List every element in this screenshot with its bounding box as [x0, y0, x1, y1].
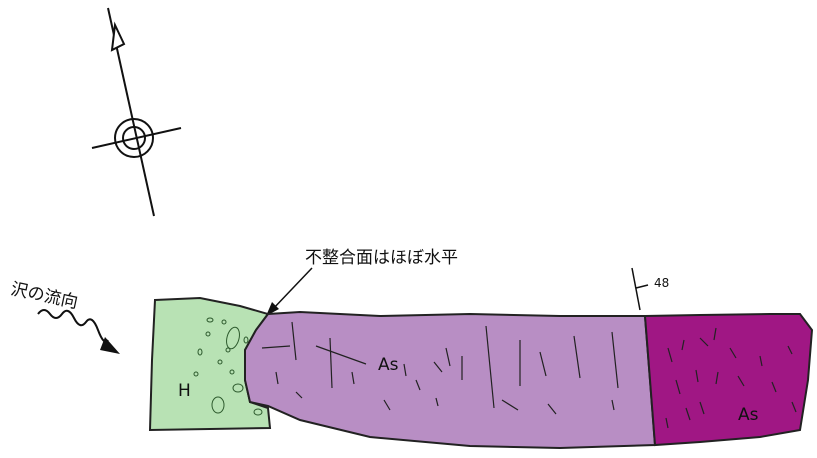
- leader-arrow-icon: [266, 268, 312, 316]
- unit-as-magenta-label: As: [738, 405, 759, 425]
- unit-as-purple-area: [245, 312, 655, 448]
- stream-flow-label: 沢の流向: [9, 279, 80, 313]
- unit-as-purple-label: As: [378, 355, 399, 375]
- unit-h-label: H: [178, 381, 191, 401]
- north-arrow-icon: [92, 8, 181, 216]
- unconformity-note: 不整合面はほぼ水平: [305, 248, 458, 268]
- strike-dip-symbol-icon: [632, 268, 648, 310]
- unit-as-magenta-area: [645, 314, 812, 445]
- flow-direction-arrow-icon: [38, 310, 120, 354]
- dip-value: 48: [654, 276, 669, 290]
